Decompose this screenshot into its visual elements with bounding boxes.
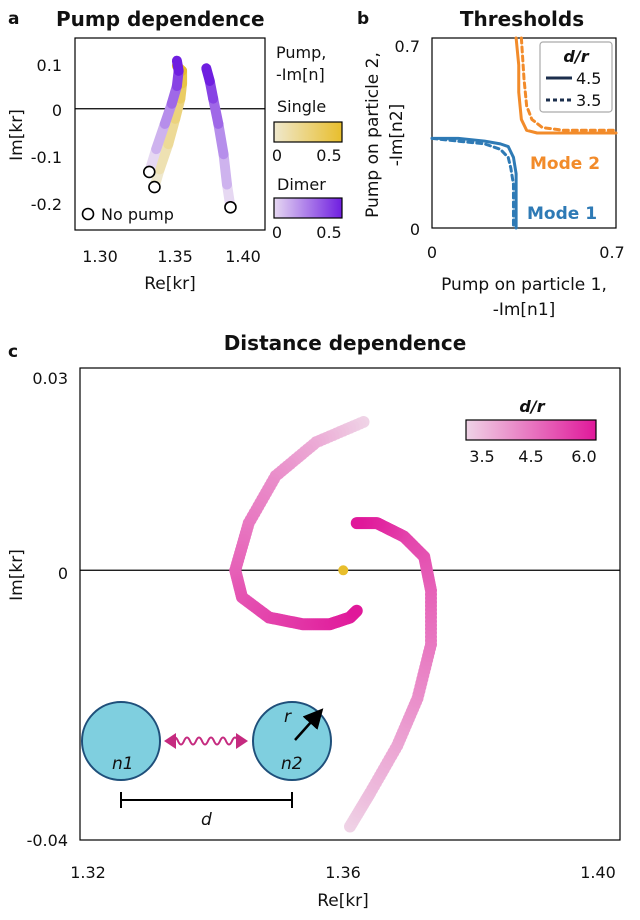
panel-b-legend-box <box>539 41 613 113</box>
panel-c-point-0-end <box>350 604 363 617</box>
radius-arrow <box>294 708 324 741</box>
panel-c-point-1-end <box>350 517 363 530</box>
panel-b-curves <box>430 36 618 230</box>
panel-a-curves <box>144 55 236 213</box>
panel-c-ytick-neg0.04: -0.04 <box>27 831 68 850</box>
inset-n1: n1 <box>112 754 134 774</box>
panel-b-xtick-0: 0 <box>427 243 437 262</box>
panel-a-cbar-dimer <box>273 197 343 219</box>
panel-a-legend-marker <box>81 207 95 221</box>
panel-a-curve-2-seg-2 <box>213 118 229 160</box>
panel-b-xtick-0.7: 0.7 <box>599 243 624 262</box>
panel-b-curve-3.5-3 <box>519 36 618 132</box>
panel-a-ytick-0.1: 0.1 <box>37 56 62 75</box>
panel-b-ytick-0.7: 0.7 <box>395 37 420 56</box>
panel-a-ytick-0: 0 <box>52 101 62 120</box>
panel-c-title: Distance dependence <box>224 331 467 355</box>
panel-c-inset: n1 n2 r d <box>81 701 332 830</box>
panel-b-legend-3.5: 3.5 <box>576 91 601 110</box>
panel-a-cbar-single-tick0: 0 <box>272 146 282 165</box>
panel-c-cbar-title: d/r <box>519 397 545 416</box>
panel-b-title: Thresholds <box>460 7 584 31</box>
panel-c-center-point <box>338 565 349 576</box>
panel-a-no-pump-point-2 <box>224 200 237 214</box>
panel-a-letter: a <box>8 9 19 29</box>
panel-b-xlabel-1: Pump on particle 1, <box>441 275 607 295</box>
panel-a-title: Pump dependence <box>56 7 265 31</box>
inset-n2: n2 <box>281 754 303 774</box>
panel-a-no-pump-point-1 <box>148 180 161 194</box>
panel-a-ylabel: Im[kr] <box>7 109 27 161</box>
panel-c-ylabel: Im[kr] <box>7 549 27 601</box>
panel-b-letter: b <box>357 9 369 29</box>
panel-b-ytick-0: 0 <box>410 220 420 239</box>
panel-b-legend-title: d/r <box>563 47 589 66</box>
panel-a-cbar-dimer-tick1: 0.5 <box>316 223 341 242</box>
panel-a-ytick-neg0.2: -0.2 <box>31 195 62 214</box>
panel-c-xtick-1.32: 1.32 <box>70 863 106 882</box>
wave-arrow-left <box>164 733 176 749</box>
panel-a-cbar-title-1: Pump, <box>276 43 326 62</box>
panel-c-ytick-0.03: 0.03 <box>32 369 68 388</box>
panel-a-cbar-single-tick1: 0.5 <box>316 146 341 165</box>
panel-a-frame <box>74 37 266 231</box>
panel-a-xtick-1.40: 1.40 <box>225 247 261 266</box>
panel-c-points <box>229 415 437 833</box>
coupling-wave <box>171 736 239 746</box>
wave-arrow-right <box>236 733 248 749</box>
panel-c-cbar-tick-4.5: 4.5 <box>518 447 543 466</box>
panel-a-cbar-dimer-label: Dimer <box>277 175 326 194</box>
panel-a-legend-no-pump: No pump <box>101 205 174 224</box>
panel-c-ytick-0: 0 <box>58 564 68 583</box>
panel-a-xlabel: Re[kr] <box>144 274 196 294</box>
panel-c-cbar-tick-6.0: 6.0 <box>571 447 596 466</box>
panel-a-cbar-single <box>273 121 343 143</box>
panel-a-xtick-1.30: 1.30 <box>82 247 118 266</box>
panel-c-xtick-1.36: 1.36 <box>325 863 361 882</box>
panel-c-xlabel: Re[kr] <box>317 891 369 911</box>
panel-a-curve-1-seg-5 <box>171 55 184 76</box>
panel-c-cbar <box>465 419 597 441</box>
panel-c-xtick-1.40: 1.40 <box>580 863 616 882</box>
panel-b-curve-4.5-1 <box>514 36 618 135</box>
panel-c-cbar-tick-3.5: 3.5 <box>469 447 494 466</box>
panel-a-cbar-single-label: Single <box>277 97 326 116</box>
panel-b-curve-4.5-0 <box>430 136 518 230</box>
panel-b-mode2-label: Mode 2 <box>530 154 600 174</box>
panel-a-cbar-title-2: -Im[n] <box>276 65 325 84</box>
panel-c-letter: c <box>8 342 18 362</box>
panel-a-curve-2-seg-1 <box>218 149 232 190</box>
panel-b-legend-4.5: 4.5 <box>576 69 601 88</box>
panel-c-frame <box>79 367 621 841</box>
panel-a-cbar-dimer-tick0: 0 <box>272 223 282 242</box>
panel-a-ytick-neg0.1: -0.1 <box>31 148 62 167</box>
panel-b-ylabel-1: Pump on particle 2, <box>363 52 383 218</box>
panel-b-curve-3.5-2 <box>430 136 515 230</box>
panel-a-no-pump-point-0 <box>142 165 156 179</box>
panel-a-no-pump-points <box>142 165 237 214</box>
panel-b-xlabel-2: -Im[n1] <box>493 300 556 320</box>
inset-d: d <box>201 810 212 830</box>
particle-1 <box>81 701 161 781</box>
panel-a-curve-2-seg-5 <box>201 63 215 86</box>
panel-b-ylabel-2: -Im[n2] <box>387 104 407 167</box>
inset-r: r <box>284 707 292 727</box>
panel-b-mode1-label: Mode 1 <box>527 204 597 224</box>
panel-a-xtick-1.35: 1.35 <box>157 247 193 266</box>
